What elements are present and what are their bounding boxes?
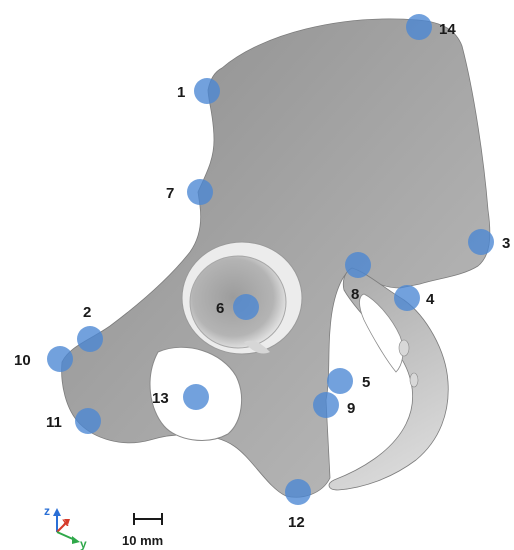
landmark-label-7: 7 — [166, 185, 174, 202]
y-axis-arrowhead — [72, 536, 80, 544]
landmark-marker-10 — [47, 346, 73, 372]
landmark-marker-14 — [406, 14, 432, 40]
scale-bar-label: 10 mm — [122, 533, 163, 548]
landmark-label-3: 3 — [502, 235, 510, 252]
landmark-label-2: 2 — [83, 304, 91, 321]
landmark-marker-4 — [394, 285, 420, 311]
axes-triad: z x y — [44, 504, 87, 550]
landmark-label-9: 9 — [347, 400, 355, 417]
landmark-label-10: 10 — [14, 352, 31, 369]
landmark-label-11: 11 — [46, 414, 62, 431]
landmark-label-8: 8 — [351, 286, 359, 303]
landmark-label-6: 6 — [216, 300, 224, 317]
landmark-marker-6 — [233, 294, 259, 320]
z-axis-label: z — [44, 504, 50, 518]
pelvis-bone — [62, 19, 490, 497]
z-axis-arrowhead — [53, 508, 61, 516]
landmark-marker-8 — [345, 252, 371, 278]
landmark-marker-12 — [285, 479, 311, 505]
x-axis-label: x — [62, 515, 69, 529]
small-foramen-1 — [399, 340, 409, 356]
landmark-marker-13 — [183, 384, 209, 410]
landmark-marker-9 — [313, 392, 339, 418]
landmark-marker-7 — [187, 179, 213, 205]
landmark-marker-5 — [327, 368, 353, 394]
landmark-label-4: 4 — [426, 291, 435, 308]
landmark-label-12: 12 — [288, 514, 305, 531]
landmark-marker-11 — [75, 408, 101, 434]
small-foramen-2 — [410, 373, 418, 387]
landmark-label-1: 1 — [177, 84, 185, 101]
landmark-marker-1 — [194, 78, 220, 104]
landmark-label-13: 13 — [152, 390, 169, 407]
landmark-marker-2 — [77, 326, 103, 352]
scale-bar: 10 mm — [122, 513, 163, 548]
y-axis-label: y — [80, 537, 87, 550]
landmark-label-14: 14 — [439, 21, 456, 38]
landmark-marker-3 — [468, 229, 494, 255]
landmark-label-5: 5 — [362, 374, 370, 391]
